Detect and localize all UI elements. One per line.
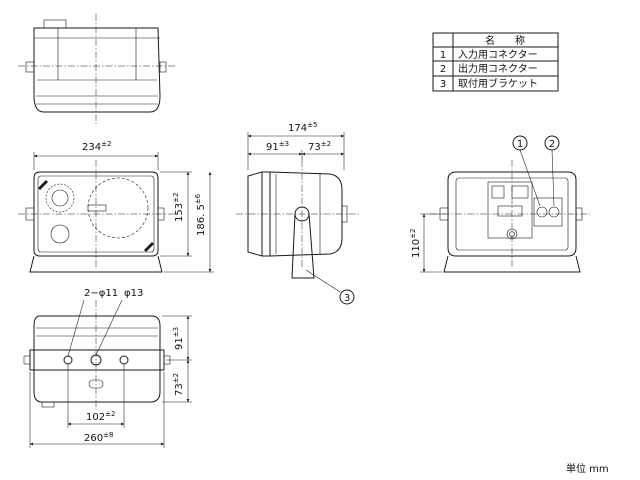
unit-label: 単位 mm xyxy=(566,462,609,475)
callouts: 1 2 3 xyxy=(339,135,560,305)
callout-circle-3 xyxy=(339,289,355,305)
parts-table: 名 称 1 入力用コネクター 2 出力用コネクター 3 取付用ブラケット xyxy=(432,32,559,92)
table-row-name: 出力用コネクター xyxy=(458,62,538,75)
table-row-name: 入力用コネクター xyxy=(458,48,538,61)
callout-1: 1 xyxy=(517,139,523,150)
table-header-name: 名 称 xyxy=(485,34,525,47)
dim-bottom-depth-rear: 73±2 xyxy=(172,373,185,396)
side-view xyxy=(236,132,360,293)
dim-height-body: 153±2 xyxy=(172,193,185,222)
dim-bottom-depth-front: 91±3 xyxy=(172,327,185,350)
dim-depth-total: 174±5 xyxy=(288,121,317,134)
callout-circle-2 xyxy=(544,135,560,151)
dim-rear-height: 110±2 xyxy=(409,229,422,258)
dim-bracket-width: 260±8 xyxy=(84,431,113,444)
dim-hole-pitch: 102±2 xyxy=(86,410,115,423)
dimension-labels: 234±2 153±2 186. 5±6 174±5 91±3 73±2 110… xyxy=(82,121,422,444)
table-row-no: 2 xyxy=(440,64,446,75)
table-row-no: 3 xyxy=(440,79,446,90)
callout-2: 2 xyxy=(549,139,555,150)
table-row-no: 1 xyxy=(440,50,446,61)
callout-circle-1 xyxy=(512,135,528,151)
dim-hole-large: φ13 xyxy=(124,288,143,299)
front-view xyxy=(18,152,214,273)
dim-width-front: 234±2 xyxy=(82,140,111,153)
rear-view xyxy=(420,149,590,273)
table-row-name: 取付用ブラケット xyxy=(458,77,538,90)
dim-holes-small: 2−φ11 xyxy=(84,288,118,299)
dim-height-total: 186. 5±6 xyxy=(194,193,207,236)
dim-depth-front: 91±3 xyxy=(266,140,289,153)
bottom-view xyxy=(23,299,192,448)
dim-depth-rear: 73±2 xyxy=(308,140,331,153)
top-view xyxy=(18,14,175,124)
callout-3: 3 xyxy=(344,293,350,304)
